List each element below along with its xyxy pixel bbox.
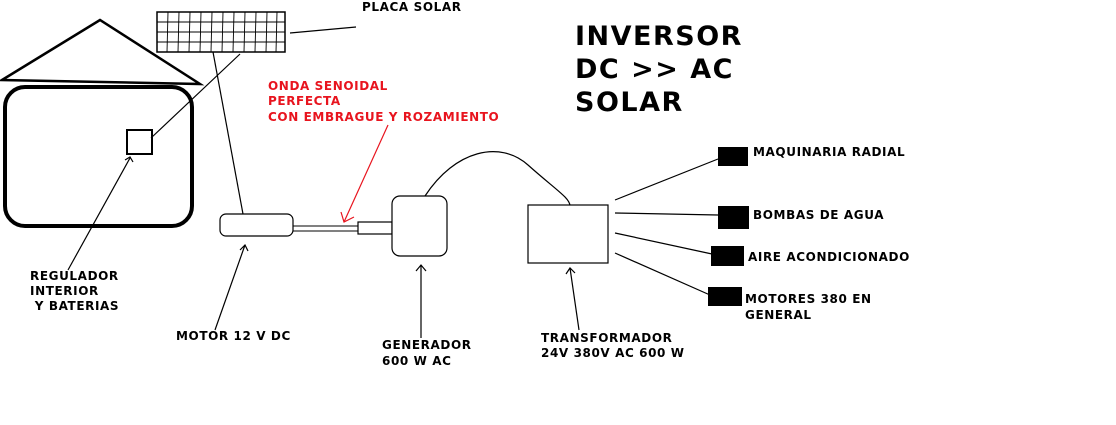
output-block-maquinaria xyxy=(718,147,748,166)
title-line-3: SOLAR xyxy=(575,87,684,118)
transformer-body xyxy=(527,204,609,264)
output-wire-motores xyxy=(614,252,711,296)
title-line-2: DC >> AC xyxy=(575,54,734,85)
output-wire-bombas xyxy=(614,212,719,216)
regulator-label-arrow xyxy=(67,157,131,271)
transformer-arrow-head xyxy=(565,267,576,275)
house-roof xyxy=(0,18,205,86)
regulator-label-line-2: INTERIOR xyxy=(30,284,99,298)
output-block-motores xyxy=(708,287,742,306)
motor-label-arrow xyxy=(214,244,246,331)
output-wire-aire xyxy=(614,232,713,255)
output-label-bombas: BOMBAS DE AGUA xyxy=(753,208,885,222)
motor-arrow-head xyxy=(239,243,249,252)
annotation-arrow xyxy=(343,124,389,223)
generator-to-transformer-cable xyxy=(424,151,571,207)
regulator-label-line-3: Y BATERIAS xyxy=(30,299,120,313)
panel-label-leader xyxy=(289,26,357,34)
annotation-arrow-head xyxy=(340,211,355,223)
title-line-1: INVERSOR xyxy=(575,21,743,52)
transformer-label-line-2: 24V 380V AC 600 W xyxy=(541,346,685,360)
regulator-arrow-head xyxy=(124,156,134,163)
panel-to-regulator-wire xyxy=(150,53,241,139)
solar-panel-label: PLACA SOLAR xyxy=(362,0,462,14)
output-block-bombas xyxy=(718,206,749,229)
annotation-label-line-3: CON EMBRAGUE Y ROZAMIENTO xyxy=(268,110,500,124)
regulator-label-line-1: REGULADOR xyxy=(30,269,119,283)
annotation-label-line-1: ONDA SENOIDAL xyxy=(268,79,388,93)
annotation-label-line-2: PERFECTA xyxy=(268,94,341,108)
output-wire-maquinaria xyxy=(614,158,719,201)
output-label-aire: AIRE ACONDICIONADO xyxy=(748,250,910,264)
output-label-motores-line-2: GENERAL xyxy=(745,308,812,322)
output-label-maquinaria: MAQUINARIA RADIAL xyxy=(753,145,906,159)
output-label-motores-line-1: MOTORES 380 EN xyxy=(745,292,872,306)
generator-arrow-head xyxy=(415,264,427,272)
coupling-block xyxy=(357,221,393,235)
transformer-label-line-1: TRANSFORMADOR xyxy=(541,331,673,345)
solar-panel-icon xyxy=(156,11,286,53)
output-block-aire xyxy=(711,246,744,266)
generator-label-line-1: GENERADOR xyxy=(382,338,472,352)
transformer-label-arrow xyxy=(569,267,580,331)
generator-body xyxy=(391,195,448,257)
panel-to-motor-wire xyxy=(212,51,244,215)
house-body xyxy=(3,85,194,228)
motor-body xyxy=(219,213,294,237)
generator-label-line-2: 600 W AC xyxy=(382,354,452,368)
motor-label: MOTOR 12 V DC xyxy=(176,329,291,343)
regulator-box xyxy=(126,129,153,155)
